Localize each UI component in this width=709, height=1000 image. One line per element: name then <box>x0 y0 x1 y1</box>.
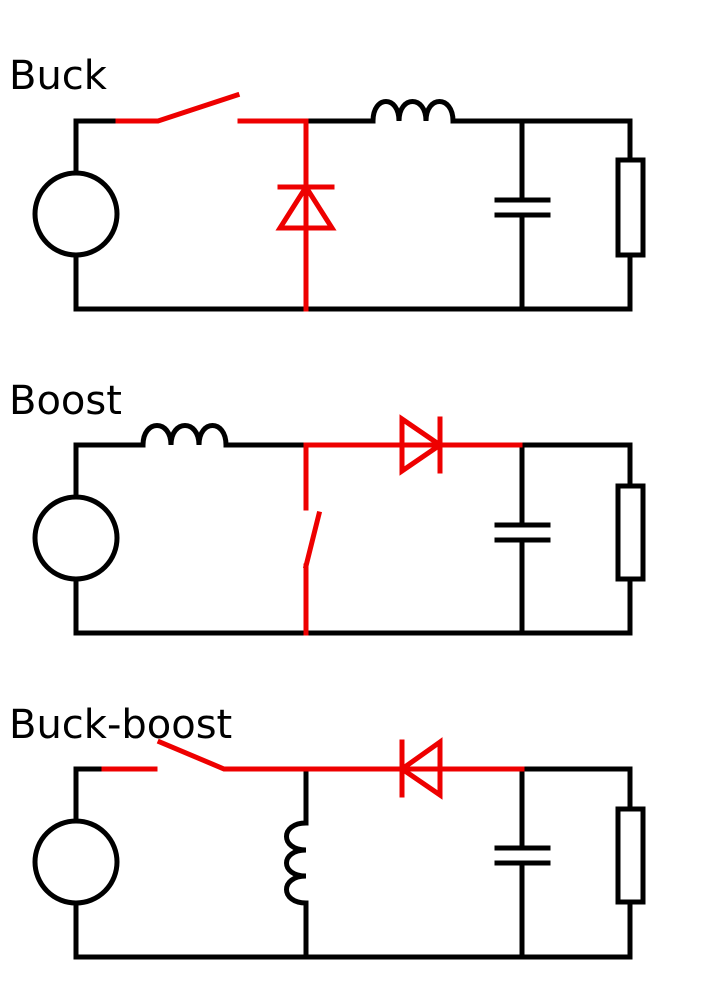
inductor-icon <box>284 820 309 906</box>
resistor-icon <box>615 483 646 582</box>
buck-circuit <box>32 91 646 312</box>
buck-switch-icon <box>115 91 309 124</box>
boost-title: Boost <box>9 378 122 424</box>
resistor-icon <box>615 806 646 905</box>
voltage-source-icon <box>32 818 120 906</box>
buck-boost-circuit <box>32 737 646 960</box>
voltage-source-icon <box>32 494 120 582</box>
inductor-icon <box>370 99 456 124</box>
buck-diode-icon <box>275 118 337 312</box>
buck-boost-switch-icon <box>101 738 309 772</box>
buck-boost-diode-icon <box>303 737 525 800</box>
capacitor-icon <box>494 845 551 866</box>
boost-circuit <box>32 414 646 636</box>
capacitor-icon <box>494 197 551 218</box>
boost-black-wiring <box>73 442 633 636</box>
inductor-icon <box>140 423 229 448</box>
boost-switch-icon <box>302 442 323 636</box>
buck-black-wiring <box>73 118 633 312</box>
voltage-source-icon <box>32 170 120 258</box>
buck-title: Buck <box>9 53 107 99</box>
buck-boost-black-wiring <box>73 766 633 960</box>
boost-diode-icon <box>303 414 523 476</box>
capacitor-icon <box>494 522 551 543</box>
buck-boost-title: Buck-boost <box>9 702 233 748</box>
resistor-icon <box>615 157 646 258</box>
